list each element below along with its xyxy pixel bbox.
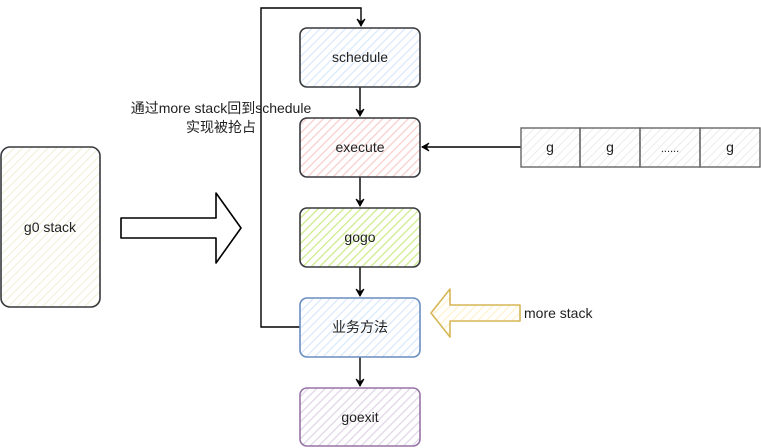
node-execute[interactable]: execute	[299, 117, 421, 178]
node-gogo-label: gogo	[344, 229, 375, 245]
loop-note: 通过more stack回到schedule 实现被抢占	[118, 99, 324, 137]
more-stack-label: more stack	[524, 305, 593, 321]
node-business-method[interactable]: 业务方法	[299, 297, 421, 358]
node-g0-stack[interactable]: g0 stack	[0, 146, 101, 308]
edge-loop-business-to-schedule	[260, 7, 366, 328]
node-execute-label: execute	[335, 139, 384, 155]
loop-note-line2: 实现被抢占	[186, 119, 256, 135]
node-gogo[interactable]: gogo	[299, 207, 421, 268]
node-schedule-label: schedule	[332, 49, 388, 65]
queue-cell-3: g	[726, 139, 734, 155]
node-g0-stack-label: g0 stack	[24, 219, 77, 235]
big-right-arrow	[120, 192, 242, 264]
queue-cell-2: ......	[661, 143, 679, 155]
node-goexit-label: goexit	[341, 409, 378, 425]
node-schedule[interactable]: schedule	[299, 27, 421, 88]
node-business-method-label: 业务方法	[332, 319, 388, 335]
loop-note-line1: 通过more stack回到schedule	[130, 100, 312, 116]
node-goexit[interactable]: goexit	[299, 387, 421, 447]
g-queue[interactable]: g g ...... g	[520, 127, 761, 168]
more-stack-arrow	[430, 288, 521, 338]
queue-cell-0: g	[546, 139, 554, 155]
queue-cell-1: g	[606, 139, 614, 155]
